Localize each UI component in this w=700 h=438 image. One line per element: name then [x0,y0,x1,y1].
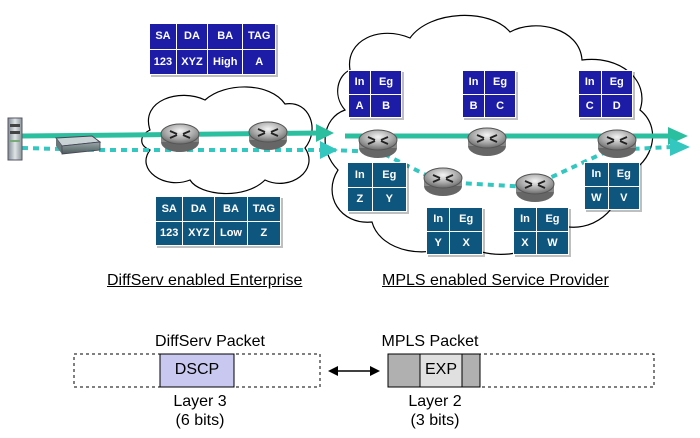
table-cell: C [484,93,516,118]
table-header: BA [207,23,244,50]
table-header: In [347,162,373,188]
table-cell: W [535,230,570,255]
table-cell: 123 [149,48,177,75]
table-header: SA [154,196,184,222]
diffserv-low-table: SA DA BA TAG 123 XYZ Low Z [154,196,282,246]
table-cell: High [207,48,244,75]
switch-icon [55,135,102,155]
table-cell: V [607,185,641,210]
table-header: Eg [607,162,641,187]
dscp-field-label: DSCP [174,361,220,378]
table-header: In [578,70,602,95]
table-cell: B [461,93,486,118]
table-header: In [584,162,609,187]
enterprise-edge-router-icon [248,121,288,151]
table-header: In [513,207,537,232]
table-cell: X [513,230,537,255]
mpls-ingress-router-icon [358,129,398,159]
table-cell: X [449,230,483,255]
table-header: Eg [449,207,483,232]
mpls-lower-router-icon [515,173,555,203]
table-header: Eg [370,70,402,95]
table-cell: B [370,93,402,118]
host-server-icon [7,117,23,161]
mpls-lower-router-icon [423,167,463,197]
provider-caption: MPLS enabled Service Provider [382,272,609,289]
table-header: SA [149,23,177,50]
enterprise-router-icon [160,123,200,153]
low-priority-path [21,138,690,190]
table-cell: Z [347,186,373,212]
table-cell: W [584,185,609,210]
diffserv-high-table: SA DA BA TAG 123 XYZ High A [149,23,276,75]
table-header: In [461,70,486,95]
table-header: Eg [600,70,634,95]
table-header: Eg [535,207,570,232]
table-cell: Z [246,220,282,246]
mpls-bits-label: (3 bits) [410,412,460,429]
diffserv-packet-title: DiffServ Packet [155,333,265,350]
mpls-layer-label: Layer 2 [408,393,462,410]
table-header: TAG [246,196,282,222]
table-header: In [425,207,451,232]
enterprise-cloud [141,86,313,195]
table-cell: XYZ [182,220,216,246]
table-cell: 123 [154,220,184,246]
table-header: BA [214,196,248,222]
mpls-packet [387,353,655,388]
mpls-egress-router-icon [597,129,637,159]
table-header: Eg [371,162,408,188]
diffserv-packet [73,353,321,388]
table-cell: D [600,93,634,118]
table-header: Eg [484,70,516,95]
table-cell: C [578,93,602,118]
mapping-double-arrow [328,366,380,376]
table-cell: A [347,93,372,118]
enterprise-caption: DiffServ enabled Enterprise [107,272,303,289]
diffserv-bits-label: (6 bits) [175,412,225,429]
table-cell: A [242,48,276,75]
mpls-core-router-icon [467,127,507,157]
table-cell: Low [214,220,248,246]
table-header: TAG [242,23,276,50]
table-cell: Y [371,186,408,212]
table-header: DA [175,23,209,50]
table-header: DA [182,196,216,222]
exp-field-label: EXP [424,361,457,378]
table-cell: Y [425,230,451,255]
mpls-packet-title: MPLS Packet [381,333,479,350]
table-header: In [347,70,372,95]
diffserv-layer-label: Layer 3 [173,393,227,410]
table-cell: XYZ [175,48,209,75]
